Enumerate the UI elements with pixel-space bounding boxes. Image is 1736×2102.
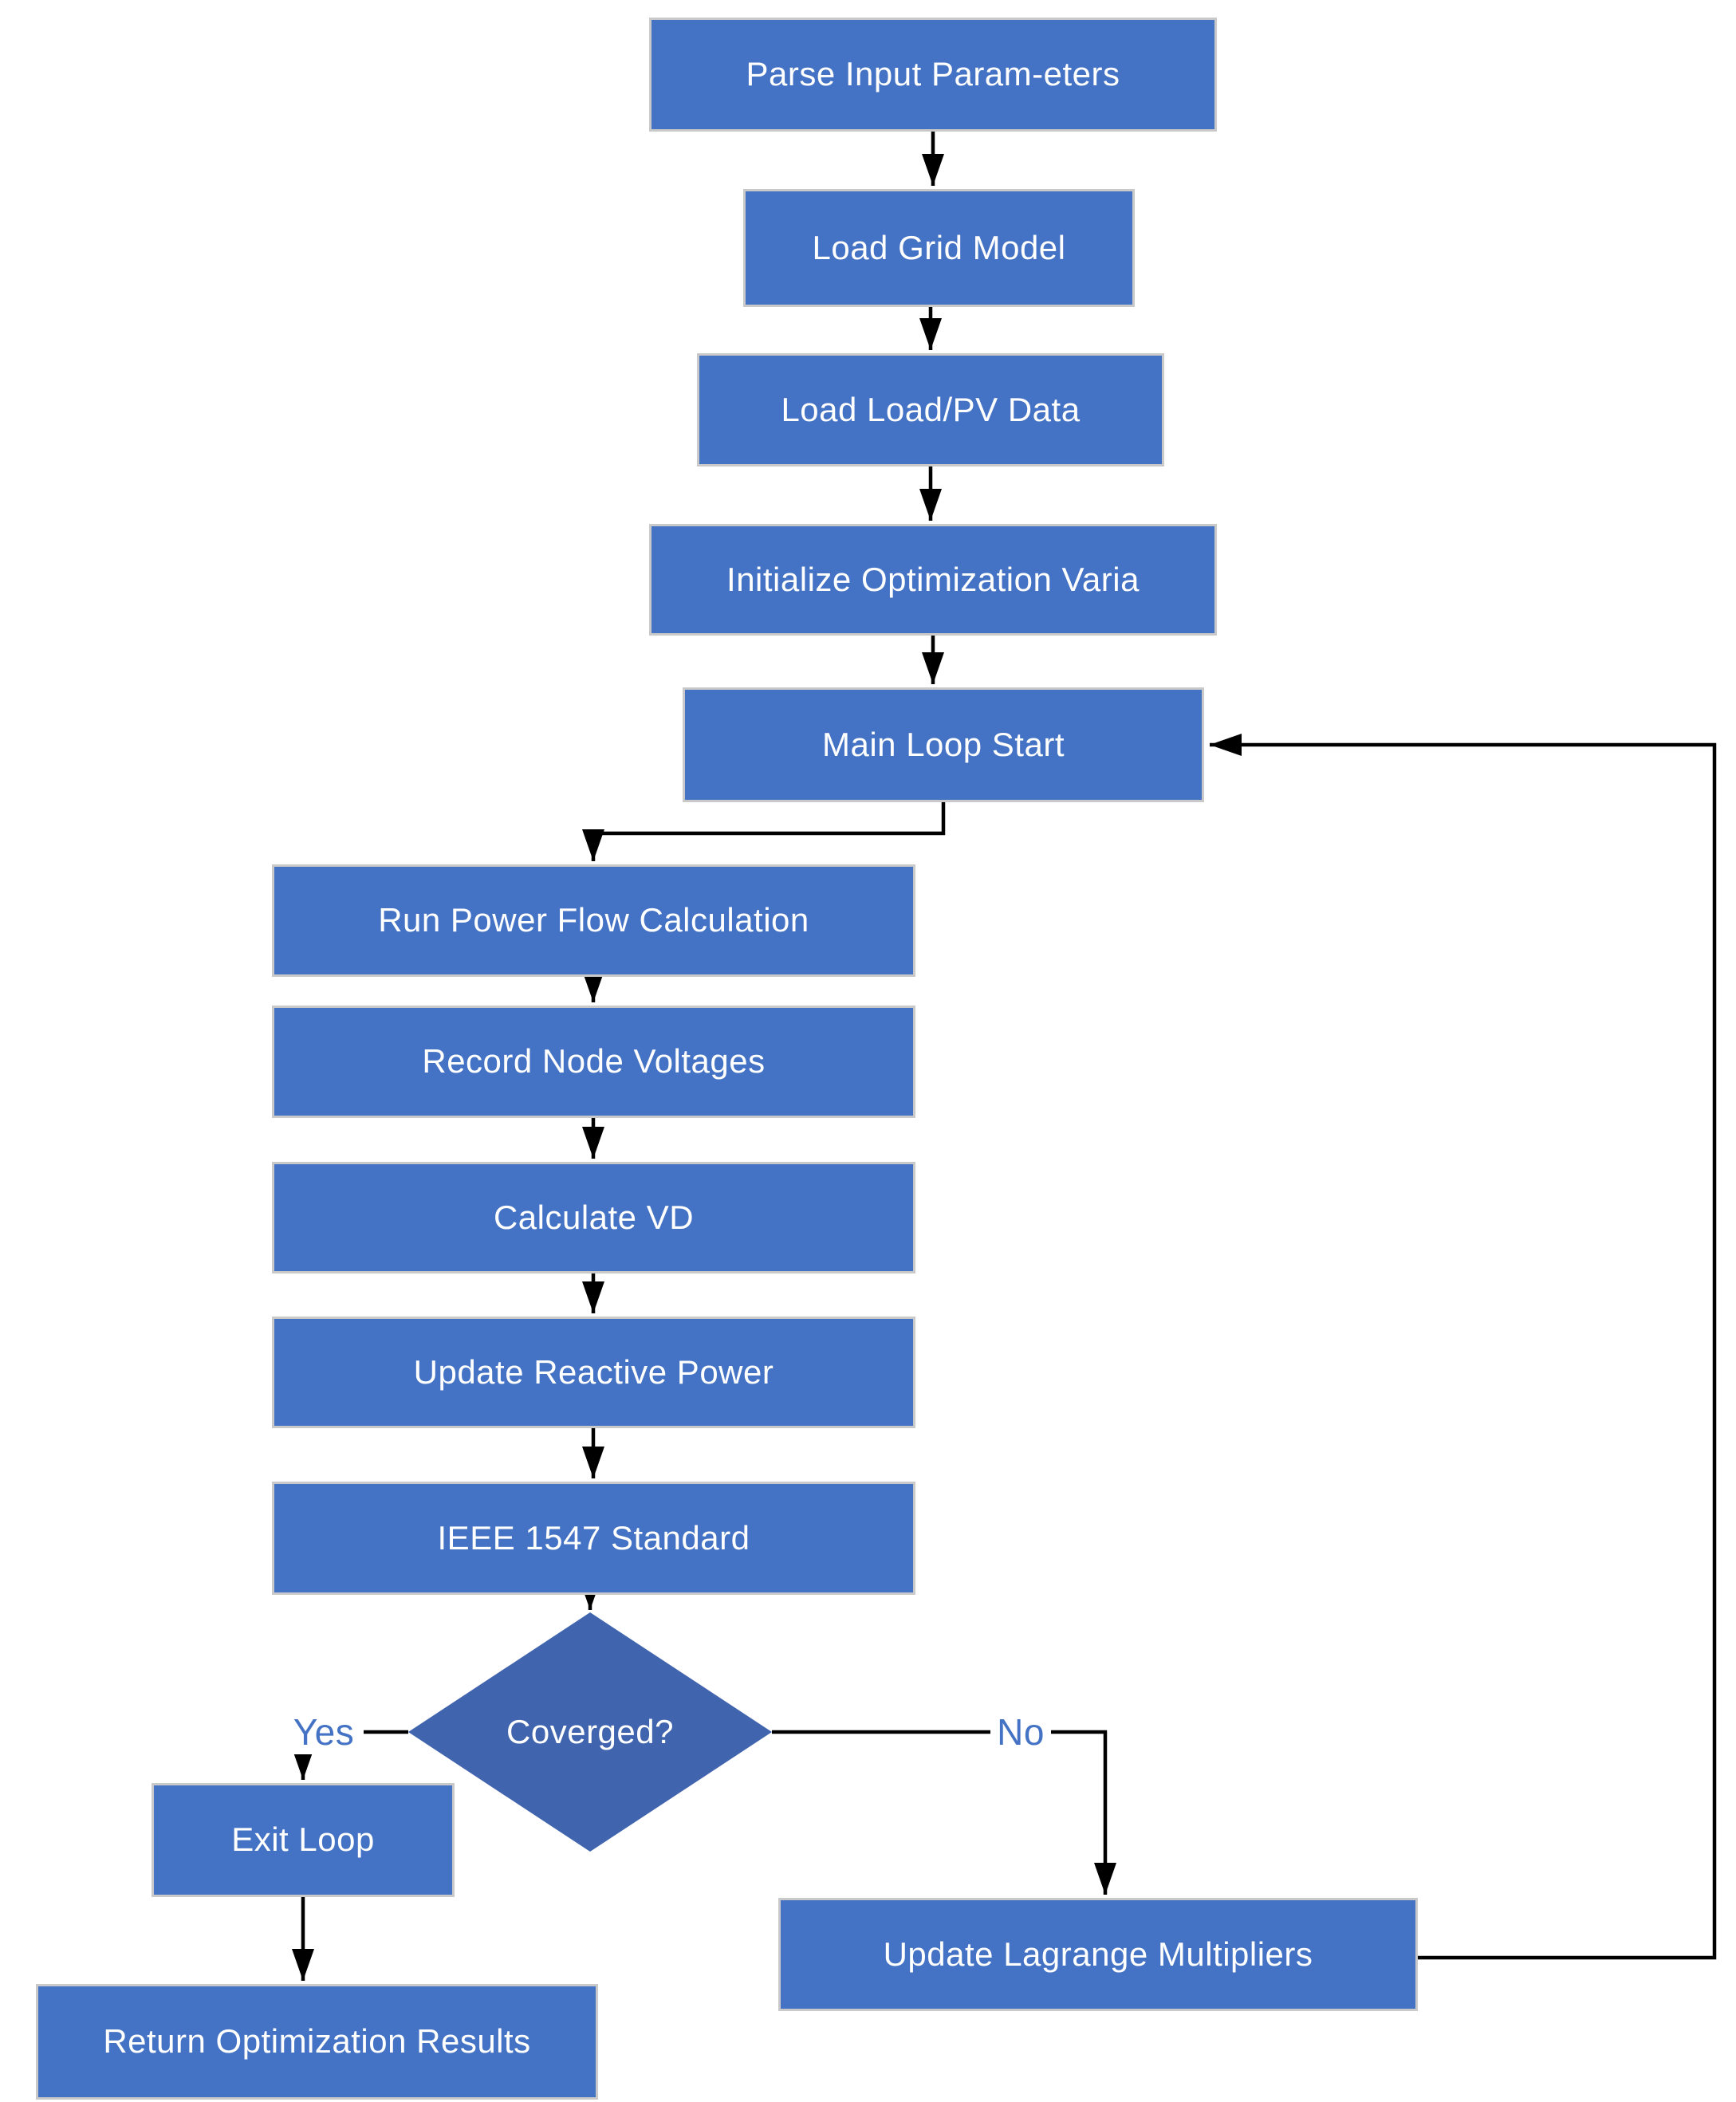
node-return-results: Return Optimization Results [36, 1984, 598, 2100]
node-label-record-voltages: Record Node Voltages [422, 1042, 766, 1081]
node-label-load-pv: Load Load/PV Data [781, 390, 1081, 428]
node-load-pv: Load Load/PV Data [697, 353, 1164, 466]
no-label: No [990, 1710, 1051, 1754]
node-main-loop: Main Loop Start [683, 687, 1204, 802]
node-label-update-lagrange: Update Lagrange Multipliers [883, 1935, 1313, 1973]
edge-main-loop-to-power-flow [582, 802, 946, 861]
node-record-voltages: Record Node Voltages [272, 1006, 915, 1118]
node-init-vars: Initialize Optimization Varia [649, 524, 1217, 636]
node-label-init-vars: Initialize Optimization Varia [726, 560, 1140, 598]
node-label-exit-loop: Exit Loop [231, 1821, 375, 1859]
node-exit-loop: Exit Loop [152, 1783, 455, 1897]
edge-converged-no-to-lagrange [772, 1730, 1116, 1895]
node-label-power-flow: Run Power Flow Calculation [378, 901, 809, 939]
node-label-main-loop: Main Loop Start [821, 725, 1065, 763]
node-label-load-grid: Load Grid Model [812, 228, 1066, 266]
node-converged: Coverged? [408, 1612, 772, 1852]
node-label-return-results: Return Optimization Results [103, 2022, 531, 2061]
edge-lagrange-to-main-loop [1210, 734, 1717, 1960]
node-calc-vd: Calculate VD [272, 1162, 915, 1273]
node-label-parse-input: Parse Input Param-eters [746, 55, 1120, 93]
node-label-calc-vd: Calculate VD [493, 1198, 695, 1236]
yes-label: Yes [284, 1710, 364, 1754]
node-label-ieee-1547: IEEE 1547 Standard [437, 1518, 750, 1557]
node-parse-input: Parse Input Param-eters [649, 18, 1217, 132]
node-update-reactive: Update Reactive Power [272, 1317, 915, 1428]
node-update-lagrange: Update Lagrange Multipliers [778, 1898, 1418, 2011]
node-load-grid: Load Grid Model [743, 189, 1135, 307]
node-power-flow: Run Power Flow Calculation [272, 864, 915, 977]
node-label-update-reactive: Update Reactive Power [413, 1352, 774, 1391]
node-ieee-1547: IEEE 1547 Standard [272, 1482, 915, 1595]
node-label-converged: Coverged? [506, 1712, 674, 1750]
